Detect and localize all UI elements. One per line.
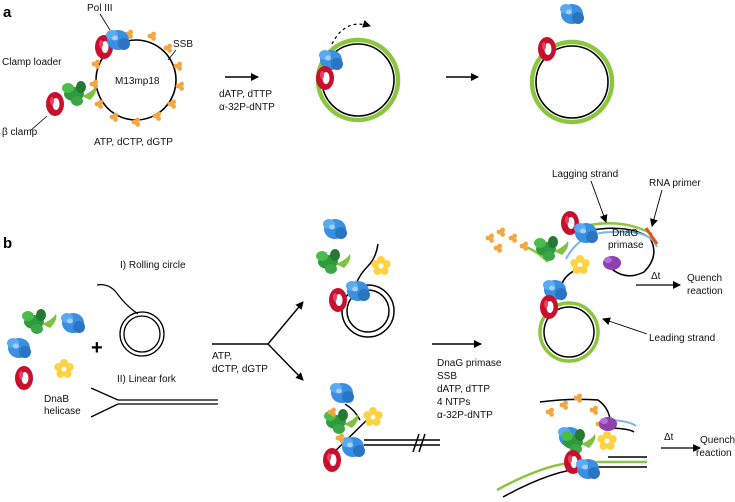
mix-line4: 4 NTPs	[437, 397, 470, 408]
rna-primer-label: RNA primer	[649, 178, 701, 189]
delta-t-label-2: Δt	[664, 432, 674, 443]
nucleotides-label-line1: ATP,	[212, 351, 232, 362]
panel-b-letter: b	[3, 235, 12, 252]
nucleotides-initial-label: ATP, dCTP, dGTP	[94, 137, 173, 148]
active-rolling-circle-proteins	[485, 211, 621, 319]
rolling-circle-inner	[123, 315, 161, 353]
clamp-loader-label: Clamp loader	[2, 57, 62, 68]
free-pol3-icon-2	[7, 338, 31, 358]
helicase-label-line1: DnaB	[44, 394, 69, 405]
replicated-circle-template	[535, 45, 609, 119]
linear-fork-replisome-icon	[323, 383, 383, 472]
rolling-circle-outer	[119, 311, 165, 357]
mix-line3: dATP, dTTP	[437, 384, 490, 395]
pol3-icon	[95, 30, 130, 59]
pol3-on-circle-icon	[316, 50, 343, 90]
mix-line2: SSB	[437, 371, 457, 382]
primase-label-line1: DnaG	[612, 228, 638, 239]
linear-fork-dna	[90, 387, 218, 418]
panel-a-letter: a	[3, 4, 12, 21]
nucleotides-label-line2: dCTP, dGTP	[212, 364, 268, 375]
pol3-label: Pol III	[87, 3, 113, 14]
leading-strand-arrow	[602, 317, 648, 335]
dnab-helicase-icon	[54, 359, 74, 378]
rolling-circle-replisome-icon	[316, 219, 391, 312]
mix-line5: α-32P-dNTP	[437, 410, 493, 421]
beta-clamp-icon	[46, 92, 64, 116]
rolling-circle-label: I) Rolling circle	[120, 260, 186, 271]
ssb-leader	[167, 49, 177, 61]
remaining-clamp-icon	[538, 37, 556, 61]
reagents-line2: α-32P-dNTP	[219, 102, 275, 113]
beta-clamp-leader	[29, 115, 48, 132]
rna-primer-arrow	[650, 189, 663, 227]
plasmid-label: M13mp18	[115, 76, 160, 87]
free-clamp-icon	[15, 366, 33, 390]
branch-arrow-up	[267, 301, 304, 345]
helicase-label-line2: helicase	[44, 406, 81, 417]
linear-fork-label: II) Linear fork	[117, 374, 177, 385]
free-pol3-icon-1	[61, 313, 85, 333]
replicated-circle-new-strand	[529, 39, 615, 125]
released-pol3-icon	[560, 4, 584, 24]
lagging-strand-label: Lagging strand	[552, 169, 618, 180]
reagents-line1: dATP, dTTP	[219, 89, 272, 100]
quench-1-line2: reaction	[687, 286, 723, 297]
branch-arrow-down	[267, 343, 304, 381]
delta-t-label-1: Δt	[651, 271, 661, 282]
active-rolling-circle-dna	[519, 222, 659, 363]
quench-2-line2: reaction	[696, 448, 732, 459]
quench-1-line1: Quench	[687, 273, 722, 284]
rolling-circle-tail	[96, 284, 139, 315]
free-clamp-loader-icon	[22, 309, 57, 334]
ssb-label: SSB	[173, 39, 193, 50]
beta-clamp-label: β clamp	[2, 127, 38, 138]
mix-line1: DnaG primase	[437, 358, 502, 369]
quench-2-line1: Quench	[700, 435, 735, 446]
plus-sign: +	[91, 337, 103, 359]
pol3-leader	[99, 13, 111, 31]
primase-label-line2: primase	[608, 240, 644, 251]
pol3-dissociation-arrow	[331, 20, 371, 45]
lagging-strand-arrow	[590, 180, 608, 223]
leading-strand-label: Leading strand	[649, 333, 715, 344]
